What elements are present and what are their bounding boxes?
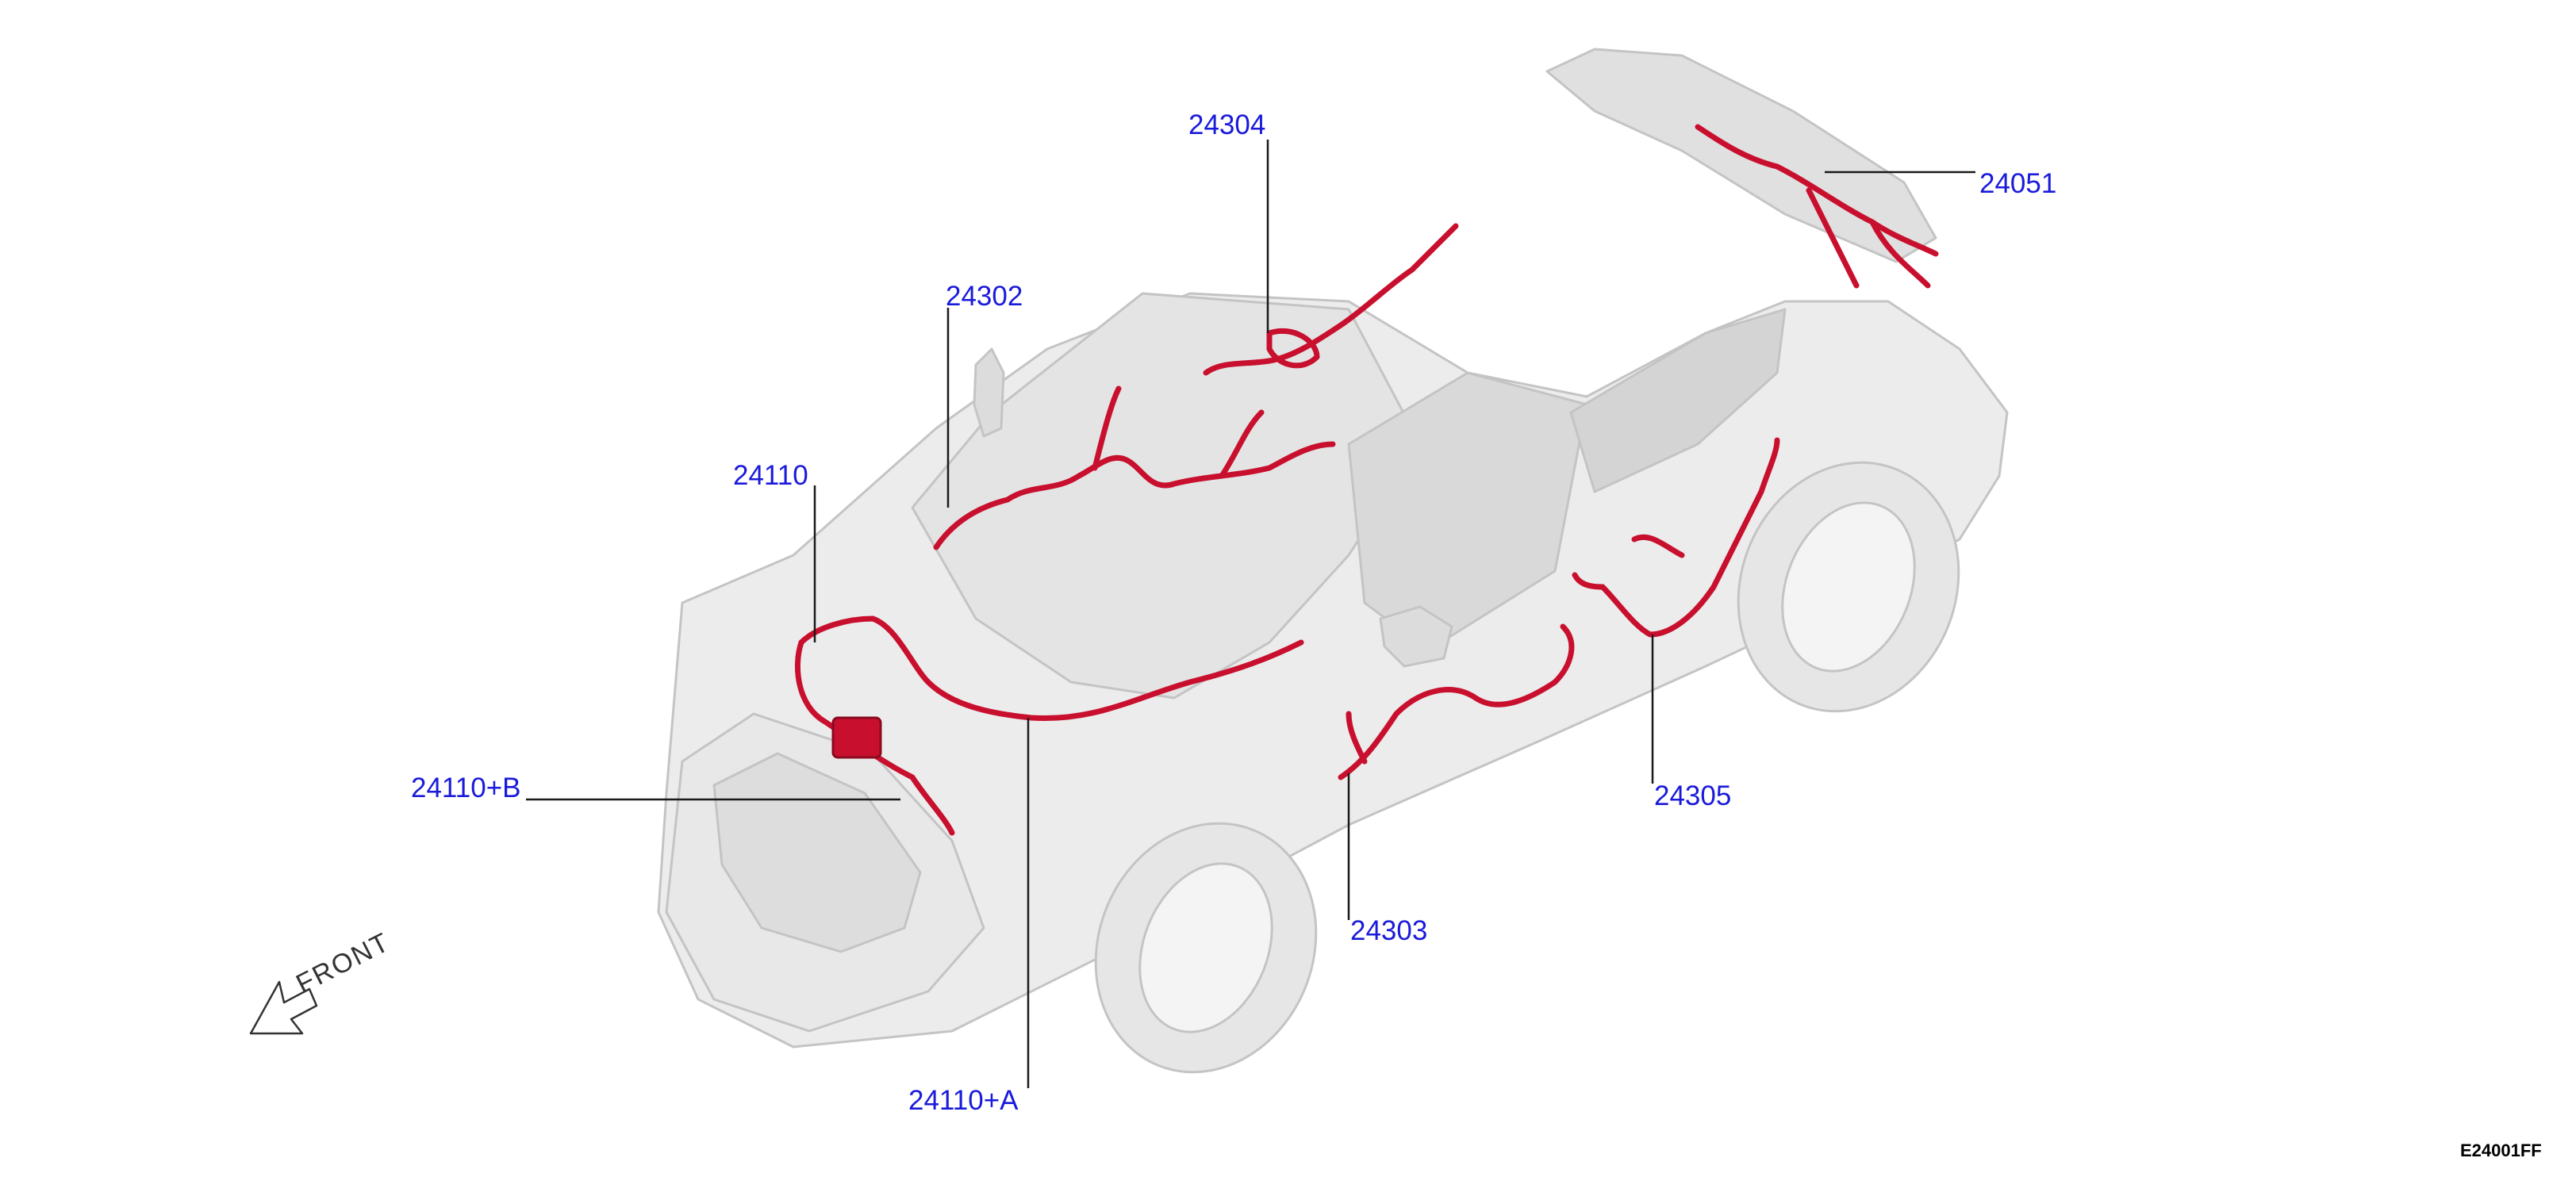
- harness-24305: [1599, 437, 1780, 638]
- harness-24110: [798, 615, 1304, 722]
- callout-24110A[interactable]: 24110+A: [908, 1085, 1019, 1116]
- callout-24302[interactable]: 24302: [946, 281, 1023, 312]
- side-window: [1569, 308, 1787, 493]
- windshield: [1347, 371, 1588, 652]
- harness-24051-branch: [1806, 187, 1931, 289]
- harness-24304: [1203, 223, 1459, 376]
- front-wheel: [1094, 822, 1318, 1074]
- rear-wheel: [1737, 461, 1960, 713]
- callout-24304[interactable]: 24304: [1188, 109, 1266, 140]
- harness-24110B: [909, 774, 955, 836]
- harnesses: [795, 124, 1939, 836]
- wheels: [1094, 461, 1960, 1074]
- callout-24110[interactable]: 24110: [733, 460, 808, 491]
- right-mirror: [1379, 605, 1453, 668]
- front-arrow-icon: [249, 980, 318, 1035]
- harness-24303: [1338, 623, 1575, 780]
- harness-24303-branch: [1346, 711, 1368, 765]
- harness-24302: [933, 441, 1336, 550]
- car-body: [657, 48, 2009, 1049]
- harness-24302-branch: [1092, 385, 1265, 479]
- hood: [911, 292, 1422, 700]
- callout-24303[interactable]: 24303: [1350, 915, 1428, 946]
- front-grille: [712, 752, 922, 953]
- harness-24051: [1695, 124, 1939, 257]
- harness-24110-connector: [831, 716, 882, 759]
- callout-24305[interactable]: 24305: [1654, 780, 1732, 811]
- harness-24305-branch: [1572, 534, 1685, 590]
- harness-24304-loop: [1266, 328, 1320, 369]
- left-mirror: [973, 347, 1005, 438]
- callout-24051[interactable]: 24051: [1979, 168, 2057, 199]
- figure-code: E24001FF: [2460, 1141, 2542, 1160]
- callout-24110B[interactable]: 24110+B: [411, 773, 521, 803]
- harness-24110-branch: [795, 639, 916, 780]
- leader-lines: [526, 140, 1975, 1088]
